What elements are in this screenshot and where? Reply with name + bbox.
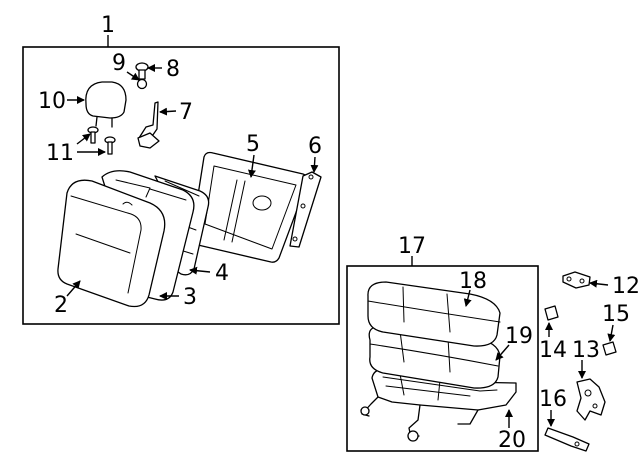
bracket-part bbox=[562, 271, 591, 289]
headrest-guide-part bbox=[135, 62, 149, 80]
callout-10: 10 bbox=[38, 89, 66, 114]
leader-19 bbox=[495, 344, 510, 361]
leader-12 bbox=[589, 279, 609, 288]
leader-2 bbox=[66, 280, 81, 297]
nut-part bbox=[136, 78, 148, 90]
callout-2: 2 bbox=[54, 293, 68, 318]
assembly-number-17: 17 bbox=[398, 234, 426, 259]
seat-cushion-assembly-frame bbox=[346, 265, 539, 452]
callout-12: 12 bbox=[612, 274, 640, 299]
callout-16: 16 bbox=[539, 387, 567, 412]
leader-15 bbox=[607, 324, 616, 342]
callout-5: 5 bbox=[246, 132, 260, 157]
leader-11a bbox=[76, 133, 91, 145]
seat-back-assembly-frame bbox=[22, 46, 340, 325]
callout-20: 20 bbox=[498, 428, 526, 453]
seat-cushion-cover-part bbox=[367, 281, 501, 347]
bolt-part bbox=[87, 126, 99, 144]
leader-5 bbox=[247, 154, 256, 178]
assembly-number-1: 1 bbox=[101, 13, 115, 38]
leader-18 bbox=[463, 289, 472, 307]
cap-part bbox=[602, 341, 617, 356]
callout-18: 18 bbox=[459, 269, 487, 294]
callout-6: 6 bbox=[308, 134, 322, 159]
callout-13: 13 bbox=[572, 338, 600, 363]
callout-14: 14 bbox=[539, 338, 567, 363]
seat-back-pad-part bbox=[57, 179, 166, 308]
cap-part bbox=[544, 305, 559, 321]
headrest-part bbox=[85, 81, 127, 128]
hook-bracket-part bbox=[137, 101, 160, 149]
callout-8: 8 bbox=[166, 57, 180, 82]
callout-11: 11 bbox=[46, 141, 74, 166]
leader-6 bbox=[310, 156, 319, 173]
seat-back-frame-part bbox=[191, 151, 309, 263]
callout-19: 19 bbox=[505, 324, 533, 349]
leader-7 bbox=[159, 107, 177, 116]
callout-15: 15 bbox=[602, 302, 630, 327]
callout-4: 4 bbox=[215, 261, 229, 286]
hinge-bracket-part bbox=[576, 378, 606, 421]
callout-7: 7 bbox=[179, 100, 193, 125]
callout-3: 3 bbox=[183, 285, 197, 310]
leader-9 bbox=[126, 71, 140, 81]
leader-4 bbox=[189, 266, 211, 275]
strap-part bbox=[544, 427, 590, 452]
callout-9: 9 bbox=[112, 51, 126, 76]
bolt-part bbox=[104, 136, 116, 155]
